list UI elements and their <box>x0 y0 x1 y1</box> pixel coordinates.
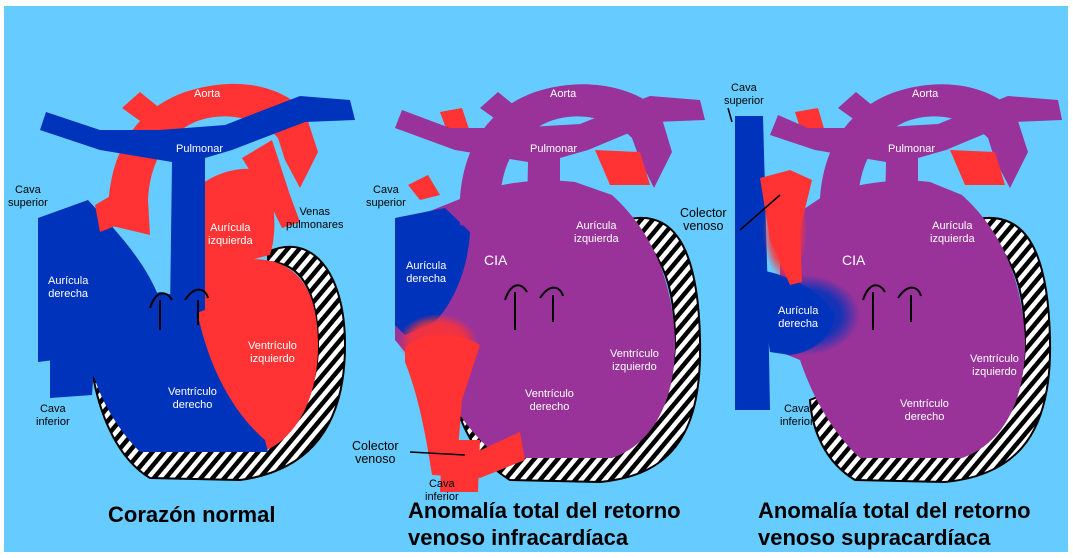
label-ventriculo-derecho: Ventrículo derecho <box>168 386 217 412</box>
caption-infracardiaca: Anomalía total del retorno venoso infrac… <box>408 497 681 551</box>
label-ventriculo-derecho: Ventrículo derecho <box>525 388 574 414</box>
label-aorta: Aorta <box>194 88 220 101</box>
cava-sup-pointer-line <box>728 108 732 122</box>
label-venas-pulmonares: Venas pulmonares <box>286 206 343 232</box>
label-cava-inferior: Cava inferior <box>36 403 70 429</box>
label-pulmonar: Pulmonar <box>530 143 577 156</box>
label-cava-inferior: Cava inferior <box>780 403 814 429</box>
label-auricula-derecha: Aurícula derecha <box>406 260 446 286</box>
label-auricula-izquierda: Aurícula izquierda <box>930 220 975 246</box>
label-cia: CIA <box>484 254 507 267</box>
label-auricula-izquierda: Aurícula izquierda <box>574 220 619 246</box>
label-ventriculo-izquierdo: Ventrículo izquierdo <box>610 348 659 374</box>
colector-red-blur <box>763 180 807 280</box>
label-aorta: Aorta <box>912 88 938 101</box>
label-colector-venoso: Colector venoso <box>680 207 727 233</box>
label-colector-venoso: Colector venoso <box>352 440 399 466</box>
superior-cava-blue <box>735 116 770 410</box>
label-aorta: Aorta <box>550 88 576 101</box>
label-ventriculo-izquierdo: Ventrículo izquierdo <box>970 353 1019 379</box>
inferior-cava <box>50 352 95 398</box>
caption-supracardiaca: Anomalía total del retorno venoso suprac… <box>758 497 1031 551</box>
label-auricula-derecha: Aurícula derecha <box>48 275 88 301</box>
label-cia: CIA <box>842 254 865 267</box>
label-ventriculo-izquierdo: Ventrículo izquierdo <box>248 340 297 366</box>
label-ventriculo-derecho: Ventrículo derecho <box>900 398 949 424</box>
label-auricula-izquierda: Aurícula izquierda <box>208 222 253 248</box>
label-cava-superior: Cava superior <box>724 82 764 108</box>
label-pulmonar: Pulmonar <box>176 143 223 156</box>
label-cava-superior: Cava superior <box>366 184 406 210</box>
label-auricula-derecha: Aurícula derecha <box>778 305 818 331</box>
label-pulmonar: Pulmonar <box>888 143 935 156</box>
label-cava-superior: Cava superior <box>8 184 48 210</box>
caption-corazon-normal: Corazón normal <box>108 501 275 528</box>
